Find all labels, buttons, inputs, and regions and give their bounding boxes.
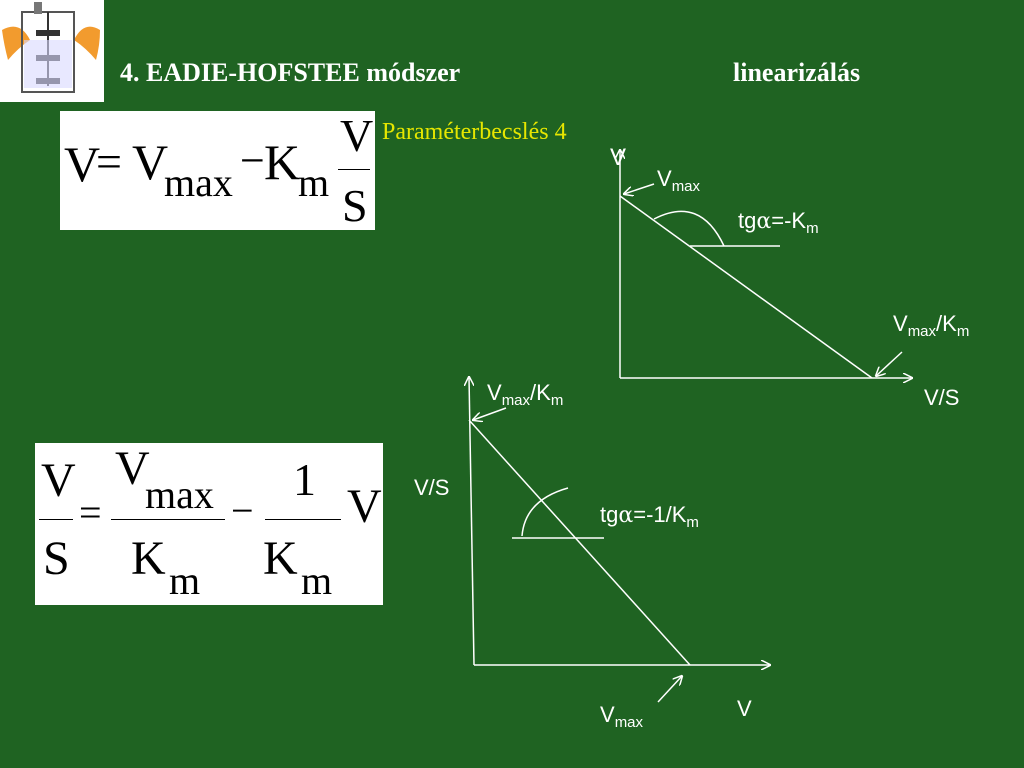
eq1-vmax-sub: max: [164, 160, 233, 205]
eq2-vmax-num-v: V: [115, 442, 150, 495]
plot1-vmax-label: Vmax: [657, 166, 701, 195]
eq1-lhs: V: [64, 136, 101, 192]
eq1-km-sub: m: [298, 160, 330, 205]
plot2-xint-pointer: [657, 676, 682, 703]
eq2-km2-den-sub: m: [301, 558, 333, 603]
bioreactor-icon: [2, 2, 100, 93]
plot2-fit-line: [468, 419, 691, 666]
plot2-angle-arc: [521, 487, 569, 537]
plot2-slope-label: tgα=-1/Km: [600, 502, 699, 531]
eq2-lhs-num: V: [41, 454, 76, 507]
eq2-km2-den-k: K: [263, 532, 298, 585]
eq2-km-den-sub: m: [169, 558, 201, 603]
plot2-y-intercept-label: Vmax/Km: [487, 380, 564, 409]
plot1-fit-line: [619, 195, 873, 379]
logo: [0, 0, 104, 102]
eq1-frac-num: V: [340, 110, 374, 161]
plot1-x-axis-label: V/S: [924, 385, 960, 410]
slide-title: 4. EADIE-HOFSTEE módszer: [120, 58, 461, 87]
eq1-vmax-v: V: [132, 134, 169, 190]
plot1-y-axis-label: V: [610, 144, 627, 171]
plot1-xint-pointer: [876, 351, 903, 376]
slide-title-right: linearizálás: [733, 58, 861, 87]
eq1-minus: −: [240, 136, 265, 185]
eq2-minus: −: [231, 488, 254, 533]
eq2-lhs-den: S: [43, 532, 70, 585]
equation-1: V = V max − K m V S: [60, 111, 375, 230]
plot2-x-axis-label: V: [737, 696, 752, 721]
eq1-km-k: K: [264, 134, 301, 190]
eq2-equals: =: [79, 490, 102, 535]
plot1-slope-label: tgα=-Km: [738, 208, 819, 237]
eq2-vmax-num-sub: max: [145, 472, 214, 517]
plot1-x-intercept-label: Vmax/Km: [893, 311, 970, 340]
plot1-vmax-pointer: [624, 183, 655, 194]
plot2-y-axis-label: V/S: [414, 475, 450, 500]
plot2-y-axis: [469, 377, 475, 666]
plot1-angle-arc: [653, 210, 725, 247]
eq2-trailing-v: V: [347, 480, 382, 533]
plot2-vmax-label: Vmax: [600, 702, 644, 731]
slide-subtitle: Paraméterbecslés 4: [382, 119, 567, 145]
equation-2: V S = V max K m − 1 K m V: [35, 443, 383, 605]
eq2-km-den-k: K: [131, 532, 166, 585]
plot2-yint-pointer: [473, 407, 507, 420]
eq2-one-num: 1: [293, 454, 316, 505]
eq1-frac-den: S: [342, 180, 368, 231]
eq1-equals: =: [96, 136, 122, 187]
